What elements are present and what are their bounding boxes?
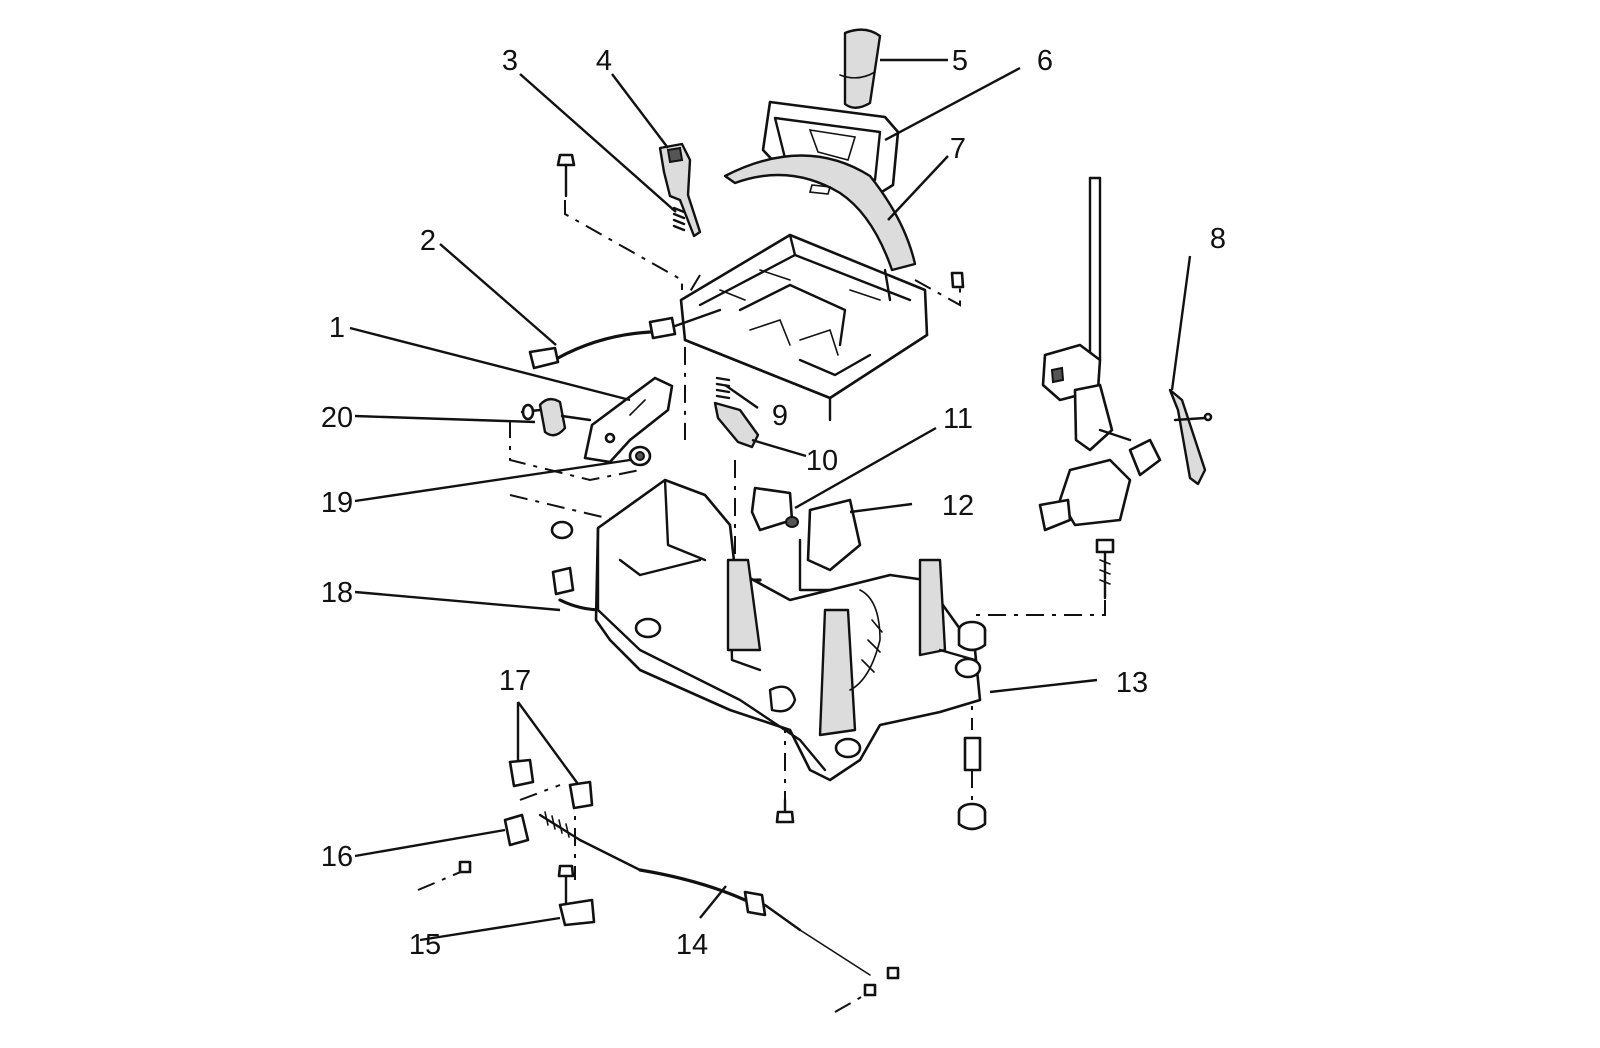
part-20-actuator xyxy=(520,397,592,437)
part-14-shift-cable xyxy=(538,811,900,997)
upper-shifter-housing xyxy=(679,233,929,422)
top-bolt xyxy=(556,153,576,198)
callout-12: 12 xyxy=(942,490,974,522)
callout-11: 11 xyxy=(943,403,973,435)
callout-6: 6 xyxy=(1037,45,1053,77)
callout-1: 1 xyxy=(329,312,345,344)
callout-3: 3 xyxy=(502,45,518,77)
callout-7: 7 xyxy=(950,133,966,165)
part-2-wiring-harness xyxy=(528,308,722,370)
callout-labels: 1 2 3 4 5 6 7 8 9 10 11 12 13 14 15 16 1… xyxy=(321,45,1226,961)
callout-18: 18 xyxy=(321,577,353,609)
part-4-lock-bracket xyxy=(658,142,702,238)
part-17-clips xyxy=(508,758,594,810)
part-13-shifter-base xyxy=(594,478,982,782)
bushing-upper-right xyxy=(957,620,987,652)
callout-4: 4 xyxy=(596,45,612,77)
callout-16: 16 xyxy=(321,841,353,873)
part-3-spring xyxy=(672,206,686,232)
part-5-shift-knob xyxy=(839,28,882,109)
part-19-nut xyxy=(628,445,652,467)
part-9-spring xyxy=(715,376,731,400)
base-bolt-right xyxy=(1095,538,1115,600)
callout-9: 9 xyxy=(772,400,788,432)
part-12-shift-bracket xyxy=(798,498,862,592)
base-bolt-bottom xyxy=(775,798,795,824)
callout-10: 10 xyxy=(806,445,838,477)
part-7-arc-trim-plate xyxy=(723,154,917,272)
leader-lines xyxy=(349,58,1192,942)
part-10-lever-button xyxy=(713,401,760,449)
small-clip-right xyxy=(950,271,965,289)
callout-13: 13 xyxy=(1116,667,1148,699)
callout-17: 17 xyxy=(499,665,531,697)
part-16-cable-bracket xyxy=(503,813,530,847)
part-8-shift-lever-assembly xyxy=(1038,176,1213,532)
callout-2: 2 xyxy=(420,225,436,257)
sleeve-right xyxy=(963,736,982,772)
part-1-mount-plate xyxy=(583,376,674,464)
grommet-left xyxy=(550,520,574,540)
callout-20: 20 xyxy=(321,402,353,434)
part-11-park-switch xyxy=(750,486,799,532)
callout-8: 8 xyxy=(1210,223,1226,255)
bushing-lower-right xyxy=(957,802,987,831)
callout-19: 19 xyxy=(321,487,353,519)
callout-5: 5 xyxy=(952,45,968,77)
part-15-bracket-bolt xyxy=(557,864,596,927)
callout-15: 15 xyxy=(409,929,441,961)
cable-pin xyxy=(458,860,472,874)
callout-14: 14 xyxy=(676,929,708,961)
